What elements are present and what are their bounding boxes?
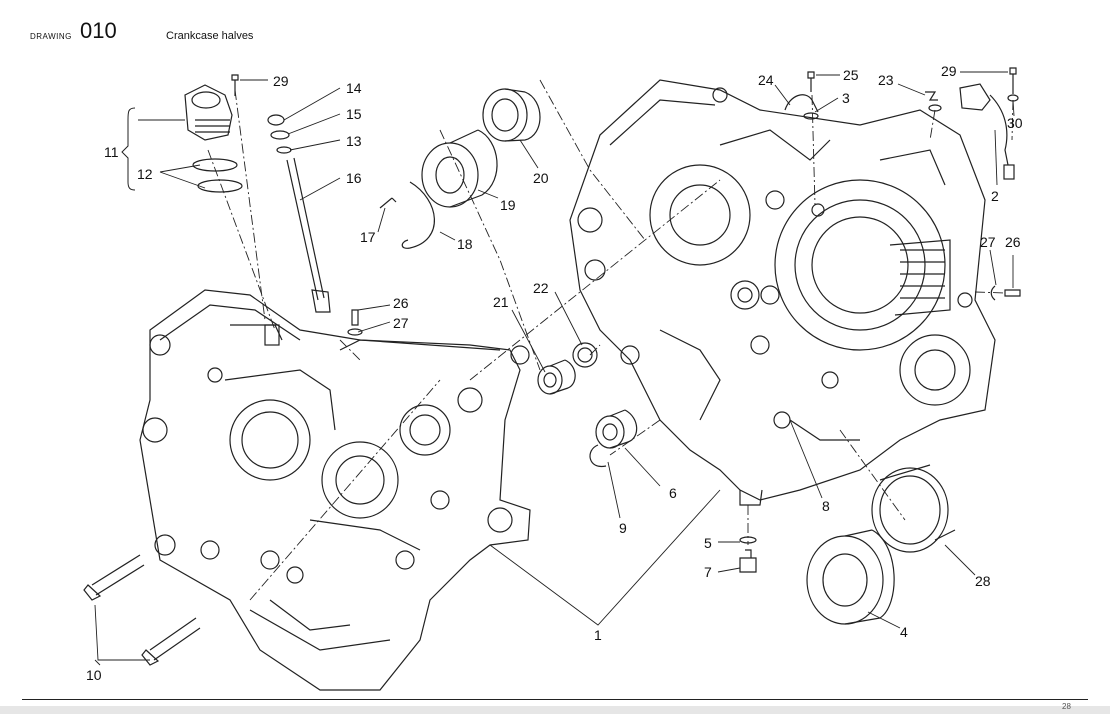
callout-12: 12 [137,166,153,182]
sleeve-28 [871,464,956,553]
o-ring-lower [197,179,243,193]
callout-labels: 29 14 15 13 16 11 12 20 19 17 18 26 27 2… [86,63,1023,683]
sensor-2 [959,83,1015,180]
seal-20 [482,88,541,142]
o-ring-upper [192,158,238,172]
screw-25 [807,71,815,92]
callout-19: 19 [500,197,516,213]
callout-29-left: 29 [273,73,289,89]
clip-23 [925,91,938,101]
callout-4: 4 [900,624,908,640]
callout-14: 14 [346,80,362,96]
callout-10: 10 [86,667,102,683]
callout-1: 1 [594,627,602,643]
group-bracket-11 [121,107,136,191]
callout-9: 9 [619,520,627,536]
callout-26-right: 26 [1005,234,1021,250]
drain-plug-7 [739,549,757,573]
callout-29-right: 29 [941,63,957,79]
drawing-title: Crankcase halves [166,30,254,42]
callout-24: 24 [758,72,774,88]
bolt-upper [83,554,145,601]
bearing-19 [421,129,498,208]
bolt-lower [141,617,201,666]
rod [286,157,331,313]
callout-5: 5 [704,535,712,551]
callout-2: 2 [991,188,999,204]
page-number: 28 [1062,702,1071,711]
callout-7: 7 [704,564,712,580]
ring-right [990,285,996,301]
right-crankcase-half [569,79,996,506]
left-crankcase-half [139,289,531,691]
ring-22 [572,342,598,368]
assembly-centerlines [207,79,1014,601]
callout-16: 16 [346,170,362,186]
washer [270,130,290,140]
callout-21: 21 [493,294,509,310]
callout-3: 3 [842,90,850,106]
callout-27-left: 27 [393,315,409,331]
callout-13: 13 [346,133,362,149]
screw-29-right [1009,67,1017,94]
cap-nut [267,114,285,126]
callout-17: 17 [360,229,376,245]
seal-ring [276,146,292,154]
callout-6: 6 [669,485,677,501]
callout-20: 20 [533,170,549,186]
callout-23: 23 [878,72,894,88]
callout-26-left: 26 [393,295,409,311]
drawing-label: DRAWING [30,32,72,41]
o-ring-8 [773,411,791,429]
footer-rule [22,699,1088,700]
callout-15: 15 [346,106,362,122]
dowel-pin-right [1004,289,1021,297]
dowel-pin-left [351,309,359,326]
callout-27-right: 27 [980,234,996,250]
leader-lines [94,71,1015,666]
circlip-9 [589,444,607,468]
breather-fitting [184,84,233,141]
main-bearing-4 [806,529,895,625]
callout-11: 11 [104,144,119,160]
callout-8: 8 [822,498,830,514]
callout-18: 18 [457,236,473,252]
bracket-18 [401,181,435,249]
callout-22: 22 [533,280,549,296]
bearing-21 [537,359,576,395]
bracket-24 [784,94,819,113]
callout-28: 28 [975,573,991,589]
washer-3 [803,112,819,120]
callout-25: 25 [843,67,859,83]
footer-band [0,706,1110,714]
callout-30: 30 [1007,115,1023,131]
screw-17 [379,197,397,209]
bearing-6 [595,409,638,449]
drawing-number: 010 [80,18,117,43]
ring-left [347,328,363,336]
